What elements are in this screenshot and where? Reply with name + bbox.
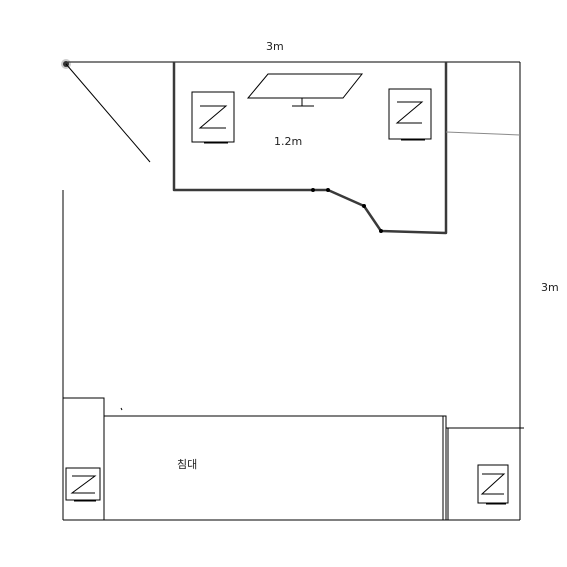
nightstand-left-outline bbox=[63, 397, 105, 520]
speaker-box bbox=[191, 91, 235, 143]
door-leaf bbox=[65, 63, 151, 163]
speaker-icon bbox=[191, 91, 235, 144]
bed-frame bbox=[103, 415, 447, 521]
right-dimension-label: 3m bbox=[541, 281, 559, 294]
monitor-screen bbox=[246, 73, 364, 99]
speaker-box bbox=[477, 464, 509, 504]
speaker-icon bbox=[477, 464, 509, 505]
top-dimension-label: 3m bbox=[266, 40, 284, 53]
desk: 1.2m bbox=[172, 62, 448, 235]
speaker-z bbox=[395, 101, 424, 124]
speaker-z bbox=[70, 475, 97, 494]
desk-joint bbox=[326, 188, 330, 192]
desk-joint bbox=[311, 188, 315, 192]
speaker-icon bbox=[65, 467, 101, 502]
desk-joint bbox=[362, 204, 366, 208]
speaker-icon bbox=[388, 88, 432, 141]
nightstand-left bbox=[63, 397, 123, 520]
desk-joint bbox=[379, 229, 383, 233]
bed-label: 침대 bbox=[177, 458, 197, 471]
room-walls bbox=[62, 61, 521, 521]
speaker-box bbox=[65, 467, 101, 501]
speaker-z bbox=[198, 105, 228, 129]
door bbox=[61, 59, 151, 163]
bed: 침대 bbox=[103, 415, 447, 521]
monitor-icon bbox=[246, 73, 364, 107]
speaker-box bbox=[388, 88, 432, 140]
nightstand-left-tick bbox=[120, 407, 123, 411]
speaker-z bbox=[480, 473, 506, 495]
window-line bbox=[445, 131, 521, 136]
desk-width-label: 1.2m bbox=[274, 135, 302, 148]
desk-outline bbox=[172, 62, 448, 235]
nightstand-right bbox=[446, 427, 524, 520]
